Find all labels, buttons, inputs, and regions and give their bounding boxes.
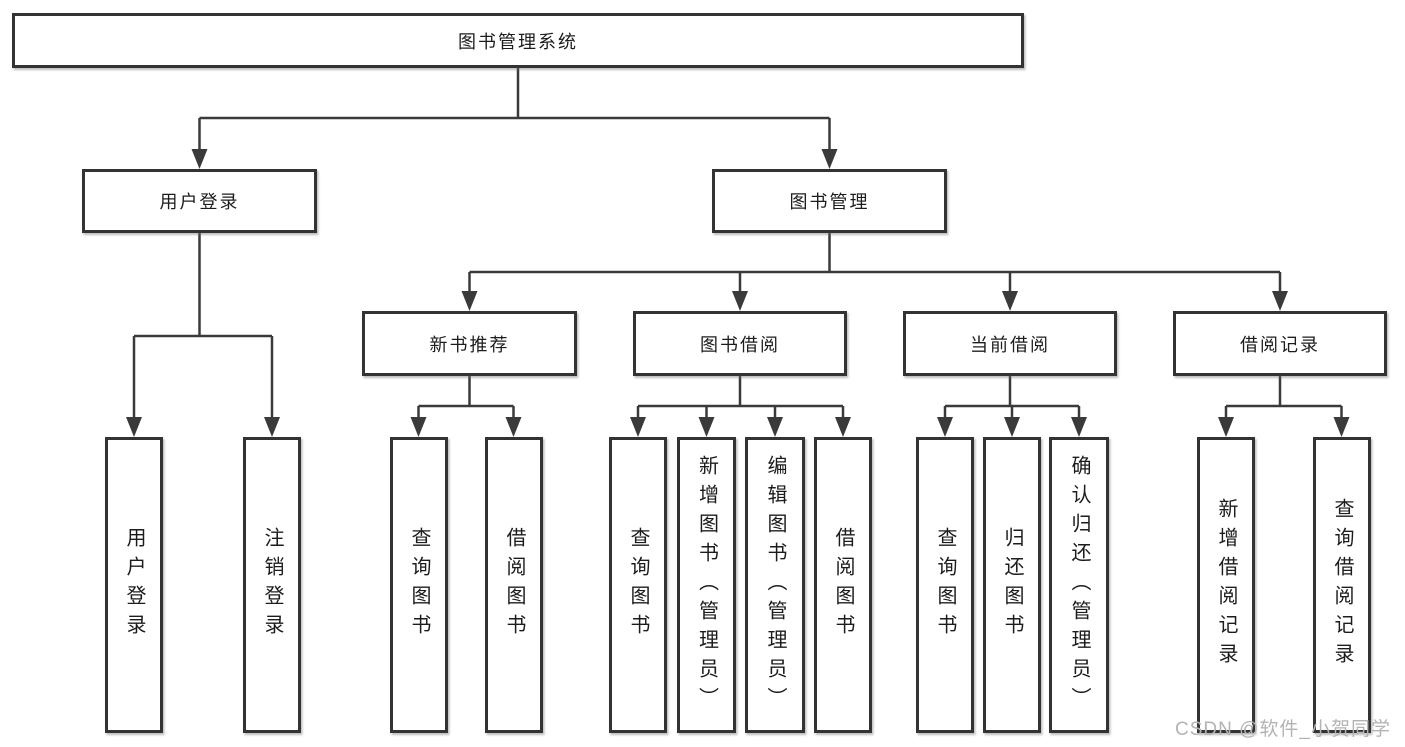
connector-book-management-children — [461, 233, 1288, 311]
arrowhead-icon — [835, 417, 851, 437]
arrowhead-icon — [264, 417, 280, 437]
node-new-book-recommendation: 新书推荐 — [362, 311, 577, 376]
leaf-confirm-return-admin: 确认归还（管理员） — [1049, 437, 1109, 733]
leaf-query-borrow-record: 查询借阅记录 — [1313, 437, 1371, 733]
arrowhead-icon — [1002, 291, 1018, 311]
node-user-login: 用户登录 — [82, 169, 317, 233]
leaf-add-books-admin: 新增图书（管理员） — [677, 437, 736, 733]
node-book-borrowing: 图书借阅 — [633, 311, 847, 376]
leaf-query-books-current: 查询图书 — [916, 437, 974, 733]
arrowhead-icon — [1333, 417, 1350, 437]
leaf-add-borrow-record: 新增借阅记录 — [1197, 437, 1255, 733]
arrowhead-icon — [698, 417, 715, 437]
connector-book-borrowing-children — [630, 376, 851, 437]
arrowhead-icon — [410, 417, 427, 437]
arrowhead-icon — [1004, 417, 1020, 437]
connector-user-login-children — [126, 233, 280, 437]
connector-root-to-level2 — [191, 68, 838, 169]
leaf-query-books-borrowing: 查询图书 — [609, 437, 667, 733]
arrowhead-icon — [821, 149, 838, 169]
arrowhead-icon — [1272, 291, 1288, 311]
arrowhead-icon — [767, 417, 783, 437]
connector-borrow-records-children — [1218, 376, 1350, 437]
leaf-borrow-books-borrowing: 借阅图书 — [814, 437, 872, 733]
connector-new-book-children — [410, 376, 522, 437]
csdn-watermark: CSDN @软件_小贺同学 — [1175, 719, 1391, 740]
leaf-borrow-books-recommend: 借阅图书 — [485, 437, 543, 733]
arrowhead-icon — [191, 149, 208, 169]
node-library-system: 图书管理系统 — [12, 13, 1024, 68]
node-borrowing-records: 借阅记录 — [1173, 311, 1387, 376]
leaf-return-books: 归还图书 — [983, 437, 1041, 733]
arrowhead-icon — [937, 417, 953, 437]
node-book-management: 图书管理 — [712, 169, 947, 233]
arrowhead-icon — [1218, 417, 1234, 437]
leaf-logout-login: 注销登录 — [243, 437, 301, 733]
arrowhead-icon — [1071, 417, 1087, 437]
leaf-query-books-recommend: 查询图书 — [390, 437, 448, 733]
arrowhead-icon — [732, 291, 748, 311]
arrowhead-icon — [461, 291, 478, 311]
arrowhead-icon — [630, 417, 646, 437]
arrowhead-icon — [126, 417, 142, 437]
node-current-borrowing: 当前借阅 — [903, 311, 1117, 376]
connector-current-borrowing-children — [937, 376, 1087, 437]
arrowhead-icon — [505, 417, 522, 437]
leaf-edit-books-admin: 编辑图书（管理员） — [745, 437, 805, 733]
leaf-user-login: 用户登录 — [105, 437, 163, 733]
